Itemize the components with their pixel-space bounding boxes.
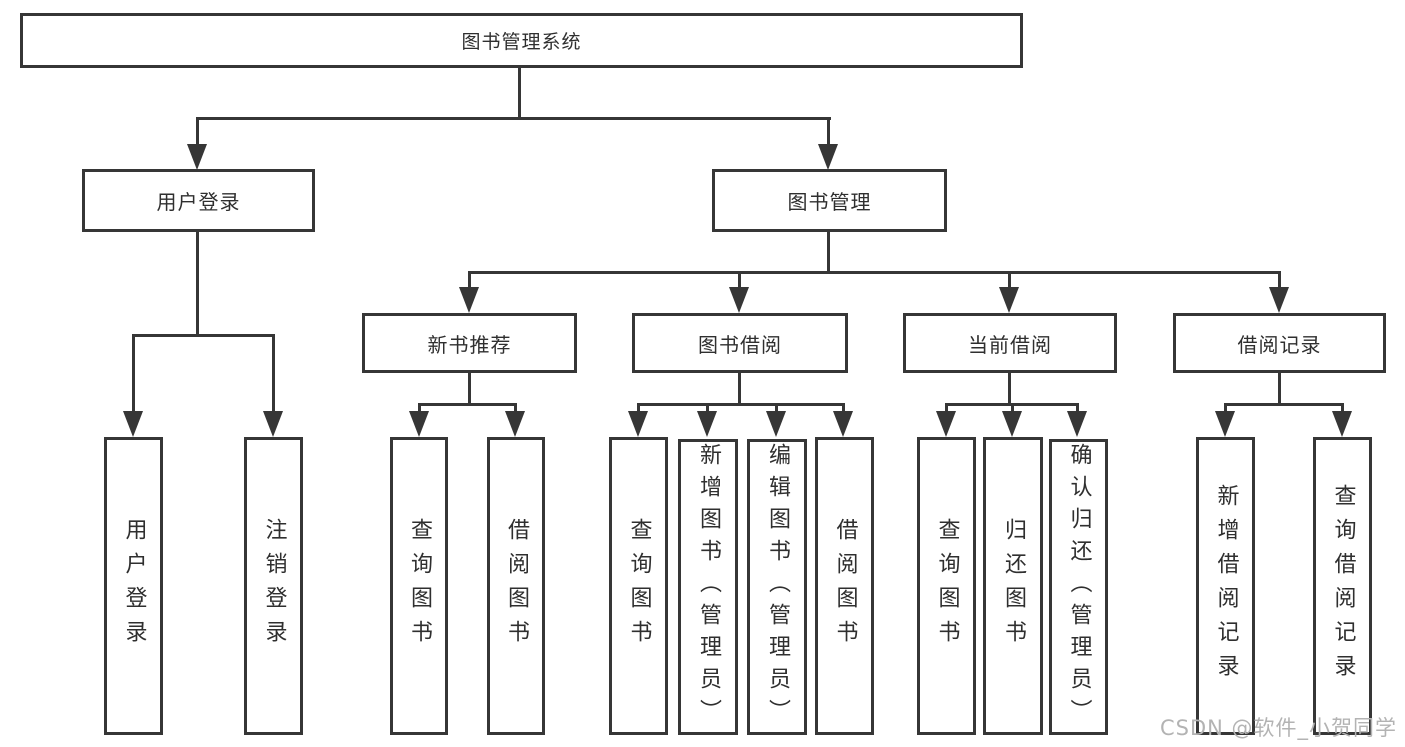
arrow-down-icon	[263, 411, 283, 437]
arrow-down-icon	[628, 411, 648, 437]
connector-line	[637, 403, 640, 413]
node-book-borrow: 图书借阅	[632, 313, 848, 373]
connector-line	[1008, 371, 1011, 406]
connector-line	[514, 403, 517, 413]
arrow-down-icon	[818, 144, 838, 170]
arrow-down-icon	[1269, 287, 1289, 313]
connector-line	[637, 403, 845, 406]
connector-line	[518, 66, 521, 119]
connector-line	[1278, 371, 1281, 406]
node-borrow-records: 借阅记录	[1173, 313, 1386, 373]
arrow-down-icon	[1332, 411, 1352, 437]
arrow-down-icon	[123, 411, 143, 437]
connector-line	[827, 230, 830, 274]
connector-line	[738, 271, 741, 289]
leaf-confirm-return-admin: 确认归还（管理员）	[1049, 439, 1108, 735]
connector-line	[132, 334, 135, 413]
arrow-down-icon	[766, 411, 786, 437]
connector-line	[1278, 271, 1281, 289]
arrow-down-icon	[999, 287, 1019, 313]
leaf-logout: 注销登录	[244, 437, 303, 735]
connector-line	[418, 403, 421, 413]
connector-line	[469, 271, 1281, 274]
leaf-query-books-2: 查询图书	[609, 437, 668, 735]
leaf-query-books-3: 查询图书	[917, 437, 976, 735]
leaf-return-books: 归还图书	[983, 437, 1043, 735]
connector-line	[775, 403, 778, 413]
connector-line	[827, 117, 830, 147]
connector-line	[196, 230, 199, 336]
arrow-down-icon	[1067, 411, 1087, 437]
arrow-down-icon	[697, 411, 717, 437]
connector-line	[842, 403, 845, 413]
node-new-book-recommend: 新书推荐	[362, 313, 577, 373]
node-user-login: 用户登录	[82, 169, 315, 232]
arrow-down-icon	[505, 411, 525, 437]
connector-line	[1008, 271, 1011, 289]
arrow-down-icon	[187, 144, 207, 170]
arrow-down-icon	[409, 411, 429, 437]
connector-line	[945, 403, 948, 413]
connector-line	[1341, 403, 1344, 413]
connector-line	[197, 117, 831, 120]
leaf-add-books-admin: 新增图书（管理员）	[678, 439, 738, 735]
connector-line	[1224, 403, 1227, 413]
arrow-down-icon	[729, 287, 749, 313]
leaf-borrow-books-1: 借阅图书	[487, 437, 545, 735]
node-root-system: 图书管理系统	[20, 13, 1023, 68]
connector-line	[196, 117, 199, 147]
connector-line	[272, 334, 275, 413]
arrow-down-icon	[936, 411, 956, 437]
leaf-query-books-1: 查询图书	[390, 437, 448, 735]
connector-line	[468, 371, 471, 406]
node-book-management: 图书管理	[712, 169, 947, 232]
csdn-watermark: CSDN @软件_小贺同学	[1160, 716, 1398, 740]
node-current-borrow: 当前借阅	[903, 313, 1117, 373]
connector-line	[738, 371, 741, 406]
connector-line	[1076, 403, 1079, 413]
connector-line	[706, 403, 709, 413]
arrow-down-icon	[1215, 411, 1235, 437]
leaf-borrow-books-2: 借阅图书	[815, 437, 874, 735]
connector-line	[418, 403, 517, 406]
arrow-down-icon	[1002, 411, 1022, 437]
leaf-query-borrow-record: 查询借阅记录	[1313, 437, 1372, 735]
leaf-add-borrow-record: 新增借阅记录	[1196, 437, 1255, 735]
connector-line	[1224, 403, 1344, 406]
leaf-edit-books-admin: 编辑图书（管理员）	[747, 439, 807, 735]
leaf-user-login: 用户登录	[104, 437, 163, 735]
arrow-down-icon	[833, 411, 853, 437]
connector-line	[468, 271, 471, 289]
connector-line	[132, 334, 275, 337]
arrow-down-icon	[459, 287, 479, 313]
connector-line	[1011, 403, 1014, 413]
